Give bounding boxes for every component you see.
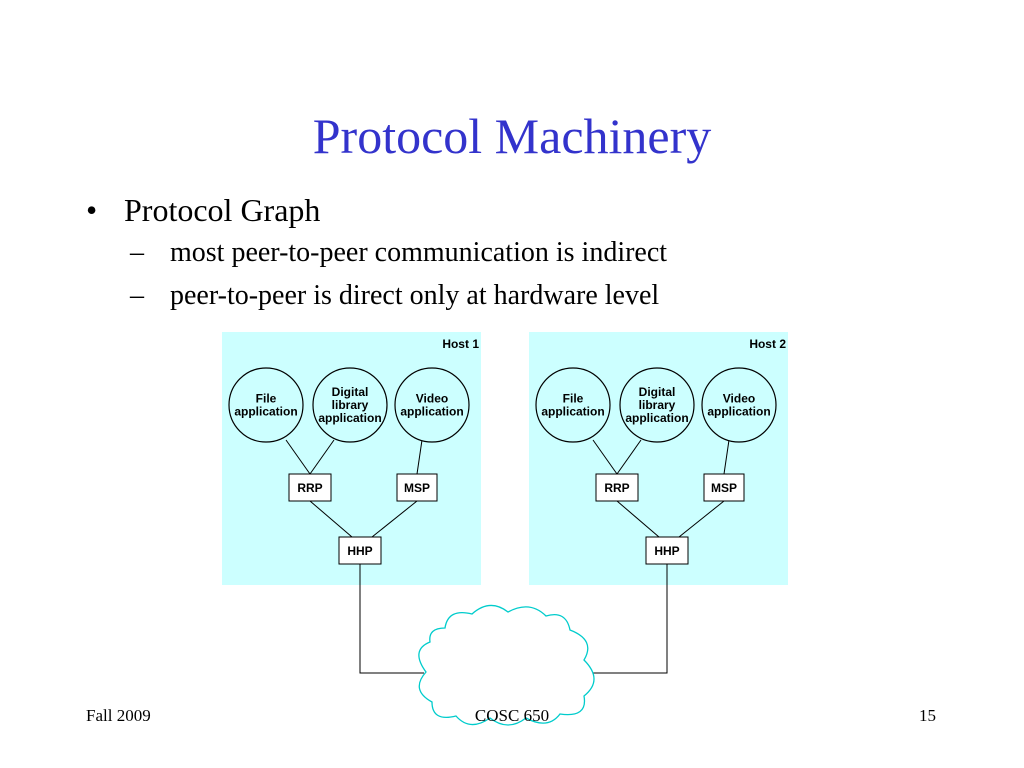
protocol-box-hhp	[338, 536, 382, 565]
protocol-box-hhp-label: HHP	[347, 544, 372, 558]
application-label: Digital	[332, 385, 369, 399]
network-cloud	[418, 604, 595, 726]
sub-bullet-text: most peer-to-peer communication is indir…	[170, 237, 668, 268]
host-2-label: Host 2	[749, 337, 786, 351]
protocol-box-msp-label: MSP	[711, 481, 737, 495]
bullet-mark: •	[86, 192, 98, 228]
edge-file-rrp	[592, 439, 618, 475]
edge-file-rrp	[285, 439, 311, 475]
protocol-box-hhp-label: HHP	[654, 544, 679, 558]
application-label: application	[318, 411, 381, 425]
protocol-box-rrp-label: RRP	[604, 481, 629, 495]
edge-video-msp	[723, 439, 730, 475]
protocol-box-msp	[396, 473, 438, 502]
sub-bullet-mark: –	[130, 280, 144, 311]
bullet-text: Protocol Graph	[124, 192, 321, 228]
edge-digital-rrp	[616, 439, 642, 475]
application-label: File	[563, 392, 584, 406]
application-label: library	[332, 398, 369, 412]
application-circle	[312, 367, 388, 443]
edge-msp-hhp	[678, 500, 725, 538]
protocol-box-hhp	[645, 536, 689, 565]
edge-digital-rrp	[309, 439, 335, 475]
footer-page-number: 15	[919, 706, 936, 725]
application-circle	[228, 367, 304, 443]
network-wire-host-2	[588, 564, 668, 674]
protocol-box-rrp-label: RRP	[297, 481, 322, 495]
application-circle	[394, 367, 470, 443]
application-circle	[619, 367, 695, 443]
sub-bullet-mark: –	[130, 237, 144, 268]
footer-date: Fall 2009	[86, 706, 151, 725]
sub-bullet-text: peer-to-peer is direct only at hardware …	[170, 280, 660, 311]
application-label: Video	[416, 392, 448, 406]
application-label: Video	[723, 392, 755, 406]
application-label: Digital	[639, 385, 676, 399]
edge-video-msp	[416, 439, 423, 475]
network-wire-host-1	[359, 564, 424, 674]
protocol-box-rrp	[595, 473, 639, 502]
edge-rrp-hhp	[309, 500, 353, 538]
slide-title: Protocol Machinery	[312, 108, 712, 164]
protocol-box-rrp	[288, 473, 332, 502]
application-label: application	[707, 405, 770, 419]
edge-msp-hhp	[371, 500, 418, 538]
footer-course: COSC 650	[474, 706, 550, 725]
protocol-box-msp-label: MSP	[404, 481, 430, 495]
application-label: application	[234, 405, 297, 419]
application-circle	[701, 367, 777, 443]
application-label: File	[256, 392, 277, 406]
application-label: application	[541, 405, 604, 419]
host-1-label: Host 1	[442, 337, 479, 351]
application-circle	[535, 367, 611, 443]
protocol-box-msp	[703, 473, 745, 502]
application-label: application	[625, 411, 688, 425]
application-label: application	[400, 405, 463, 419]
application-label: library	[639, 398, 676, 412]
edge-rrp-hhp	[616, 500, 660, 538]
